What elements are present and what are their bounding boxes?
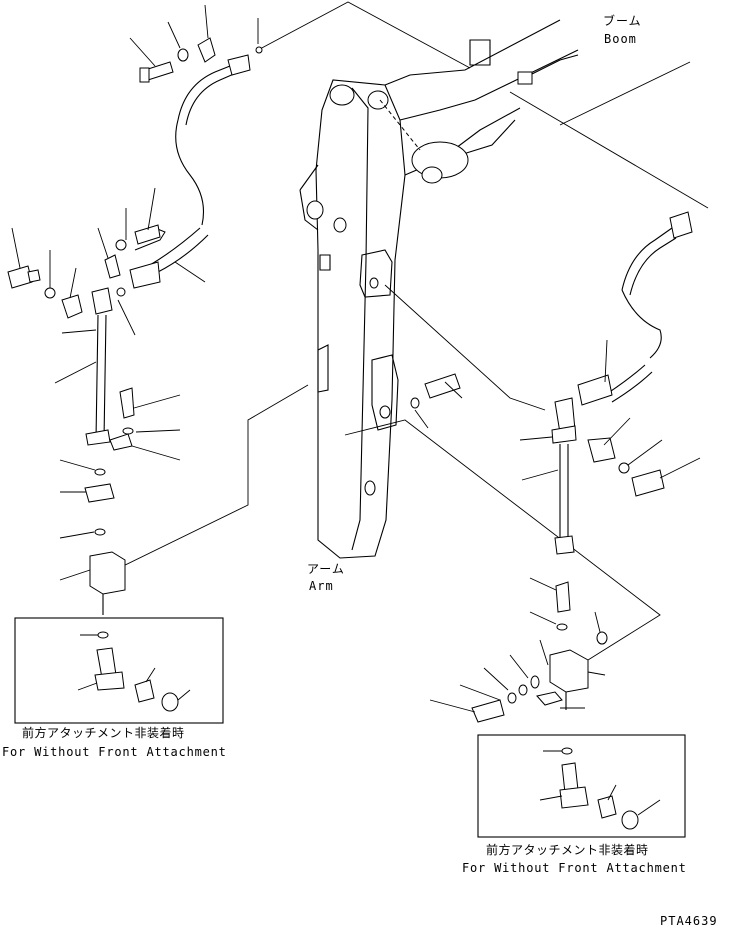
leader-lines [114, 1, 709, 666]
boom-label-en: Boom [604, 32, 637, 46]
boom-label-jp: ブーム [603, 14, 642, 28]
left-inset-caption-jp: 前方アタッチメント非装着時 [22, 726, 185, 740]
arm-label-en: Arm [309, 579, 334, 593]
arm-assembly [299, 79, 406, 559]
drawing-code: PTA4639 [660, 914, 718, 928]
left-inset-box [14, 617, 224, 724]
right-inset-caption-jp: 前方アタッチメント非装着時 [486, 843, 649, 857]
left-hose-assembly [7, 4, 263, 615]
boom-assembly [379, 19, 579, 184]
right-inset-box [477, 734, 686, 838]
right-hose-assembly [410, 211, 701, 555]
arm-label-jp: アーム [307, 562, 345, 576]
right-inset-caption-en: For Without Front Attachment [462, 861, 687, 875]
right-valve-assembly [429, 577, 608, 723]
left-inset-caption-en: For Without Front Attachment [2, 745, 227, 759]
